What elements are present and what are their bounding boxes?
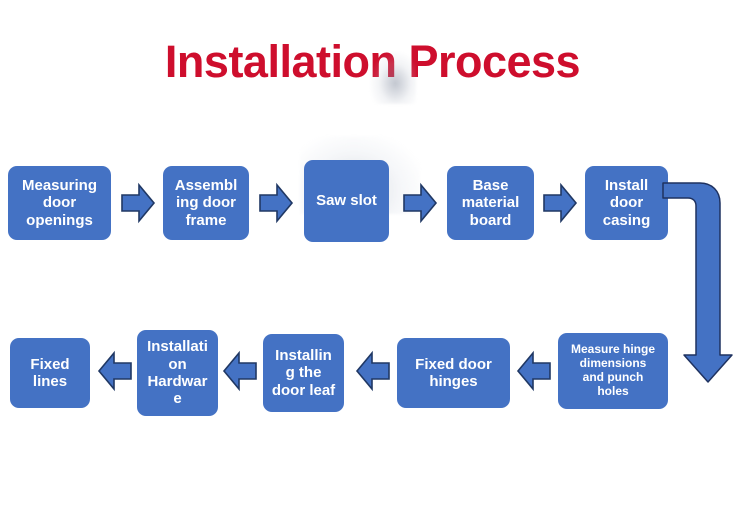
process-box-assembling-door-frame[interactable]: Assembl ing door frame (163, 166, 249, 240)
process-box-measure-hinge-dimensions[interactable]: Measure hinge dimensions and punch holes (558, 333, 668, 409)
arrow-left-4 (97, 350, 133, 392)
process-box-fixed-lines[interactable]: Fixed lines (10, 338, 90, 408)
arrow-left-1 (516, 350, 552, 392)
arrow-left-2 (355, 350, 391, 392)
process-box-installing-the-door-leaf[interactable]: Installin g the door leaf (263, 334, 344, 412)
process-box-installation-hardware[interactable]: Installati on Hardwar e (137, 330, 218, 416)
arrow-right-1 (120, 182, 156, 224)
process-box-saw-slot[interactable]: Saw slot (304, 160, 389, 242)
page-title: Installation Process (164, 36, 581, 87)
elbow-connector-down (660, 170, 745, 395)
arrow-left-3 (222, 350, 258, 392)
process-box-base-material-board[interactable]: Base material board (447, 166, 534, 240)
arrow-right-3 (402, 182, 438, 224)
arrow-right-2 (258, 182, 294, 224)
process-box-fixed-door-hinges[interactable]: Fixed door hinges (397, 338, 510, 408)
arrow-right-4 (542, 182, 578, 224)
process-box-measuring-door-openings[interactable]: Measuring door openings (8, 166, 111, 240)
process-box-install-door-casing[interactable]: Install door casing (585, 166, 668, 240)
